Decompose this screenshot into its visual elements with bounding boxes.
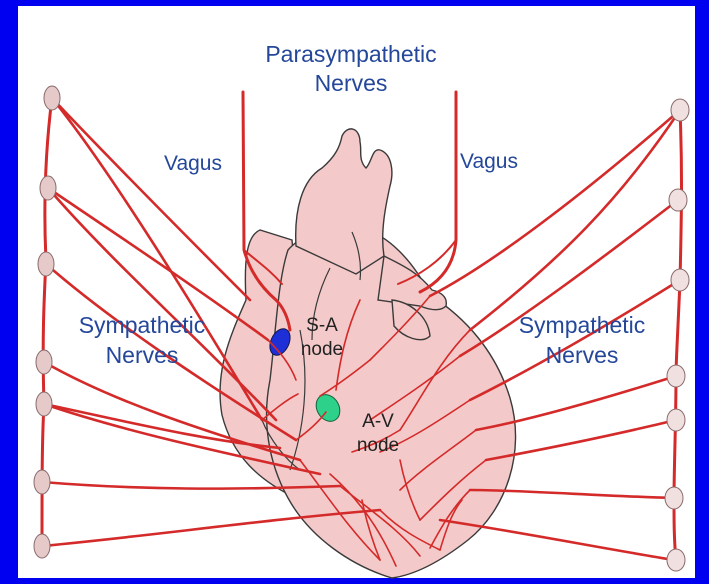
- vagus-label-left: Vagus: [164, 152, 222, 176]
- parasympathetic-label-line2: Nerves: [246, 69, 456, 98]
- sympathetic-label-right-line2: Nerves: [494, 340, 670, 370]
- av-node-label-line1: A-V: [352, 410, 404, 434]
- sympathetic-label-left-line1: Sympathetic: [54, 310, 230, 340]
- sympathetic-label-right: Sympathetic Nerves: [494, 310, 670, 370]
- sa-node-label: S-A node: [298, 314, 346, 362]
- ganglion: [667, 409, 685, 431]
- ganglion: [667, 549, 685, 571]
- ganglion: [36, 392, 52, 416]
- parasympathetic-label-line1: Parasympathetic: [246, 40, 456, 69]
- parasympathetic-label: Parasympathetic Nerves: [246, 40, 456, 98]
- sympathetic-label-right-line1: Sympathetic: [494, 310, 670, 340]
- sympathetic-label-left: Sympathetic Nerves: [54, 310, 230, 370]
- vagus-label-right: Vagus: [460, 150, 518, 174]
- ganglion: [36, 350, 52, 374]
- ganglion: [665, 487, 683, 509]
- ganglion: [671, 269, 689, 291]
- ganglion: [671, 99, 689, 121]
- ganglion: [34, 534, 50, 558]
- ganglion: [44, 86, 60, 110]
- ganglion: [40, 176, 56, 200]
- sa-node-label-line1: S-A: [298, 314, 346, 338]
- ganglion: [34, 470, 50, 494]
- sa-node-label-line2: node: [298, 338, 346, 362]
- av-node-label: A-V node: [352, 410, 404, 458]
- ganglion: [38, 252, 54, 276]
- ganglion: [669, 189, 687, 211]
- av-node-label-line2: node: [352, 434, 404, 458]
- sympathetic-label-left-line2: Nerves: [54, 340, 230, 370]
